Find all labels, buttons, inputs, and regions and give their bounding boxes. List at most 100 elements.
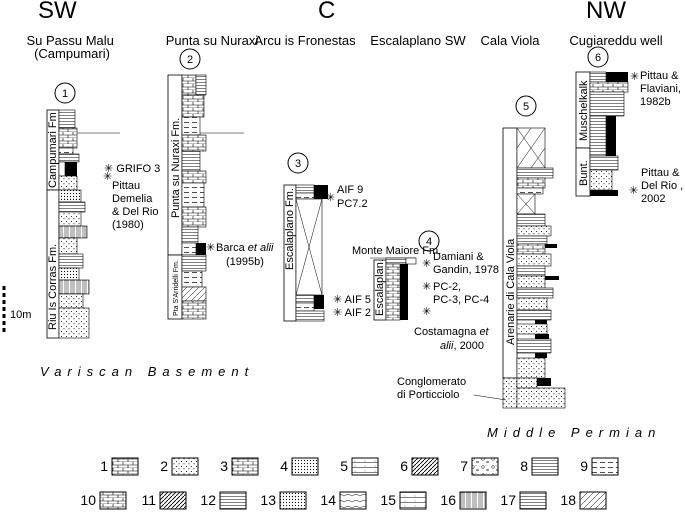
legend-swatch bbox=[339, 491, 367, 510]
annotation-pc-2-3-4: ✳PC-2, PC-3, PC-4 bbox=[422, 281, 489, 306]
legend-number: 9 bbox=[580, 458, 588, 474]
legend-number: 18 bbox=[560, 492, 576, 508]
annotation-pittau-2002: Pittau & Del Rio , ✳2002 bbox=[629, 167, 685, 205]
legend-number: 14 bbox=[320, 492, 336, 508]
legend-number: 6 bbox=[400, 458, 408, 474]
annotation-grifo-3: ✳ GRIFO 3 bbox=[104, 163, 160, 175]
legend-item-13: 13 bbox=[260, 491, 307, 510]
legend-swatch bbox=[579, 491, 607, 510]
scale-label: 10m bbox=[10, 309, 31, 321]
annotation-pittau-1980: ✳ Pittau Demelia & Del Rio (1980) bbox=[103, 171, 162, 231]
legend-number: 17 bbox=[500, 492, 516, 508]
legend-item-9: 9 bbox=[580, 457, 619, 476]
section-1-number: 1 bbox=[54, 82, 76, 104]
legend-swatch bbox=[459, 491, 487, 510]
legend-number: 12 bbox=[200, 492, 216, 508]
section-5-number: 5 bbox=[515, 95, 537, 117]
annotation-aif2: ✳ AIF 2 bbox=[333, 307, 371, 319]
legend-number: 8 bbox=[520, 458, 528, 474]
section-4-number: 4 bbox=[418, 230, 440, 252]
legend-item-8: 8 bbox=[520, 457, 559, 476]
legend-swatch bbox=[231, 457, 259, 476]
legend-swatch bbox=[279, 491, 307, 510]
legend-item-18: 18 bbox=[560, 491, 607, 510]
svg-text:6: 6 bbox=[595, 52, 601, 64]
legend-swatch bbox=[591, 457, 619, 476]
column-6: Muschelkalk Bunt. bbox=[575, 71, 629, 197]
annotation-costamagna-2000: ✳ Costamagna et alii, 2000 bbox=[414, 306, 492, 352]
legend-item-16: 16 bbox=[440, 491, 487, 510]
unit-muschelkalk: Muschelkalk bbox=[578, 80, 590, 141]
svg-text:1: 1 bbox=[62, 88, 68, 100]
legend-number: 1 bbox=[100, 458, 108, 474]
svg-text:2: 2 bbox=[187, 54, 193, 66]
legend-number: 2 bbox=[160, 458, 168, 474]
section-6-number: 6 bbox=[587, 46, 609, 68]
legend-swatch bbox=[99, 491, 127, 510]
legend-number: 16 bbox=[440, 492, 456, 508]
legend-swatch bbox=[471, 457, 499, 476]
section-3-title: Arcu is Fronestas bbox=[254, 33, 356, 48]
leader-conglomerato bbox=[473, 394, 507, 401]
section-2-number: 2 bbox=[179, 48, 201, 70]
column-4: Escalaplan. bbox=[370, 257, 417, 321]
annotation-aif9-pc72: ✳AIF 9 PC7.2 bbox=[326, 184, 368, 210]
legend-swatch bbox=[411, 457, 439, 476]
legend-item-3: 3 bbox=[220, 457, 259, 476]
legend-item-11: 11 bbox=[141, 491, 187, 510]
region-label-c: C bbox=[318, 0, 335, 24]
unit-punta-su-nuraxi-fm: Punta su Nuraxi Fm. bbox=[170, 118, 182, 218]
legend-number: 15 bbox=[380, 492, 396, 508]
legend-swatch bbox=[219, 491, 247, 510]
unit-riu-is-corras-fm: Riu Is Corras Fm. bbox=[47, 244, 59, 330]
unit-escalaplan: Escalaplan. bbox=[374, 259, 386, 316]
legend-swatch bbox=[159, 491, 187, 510]
legend-swatch bbox=[399, 491, 427, 510]
legend-number: 4 bbox=[280, 458, 288, 474]
annotation-conglomerato: Conglomerato di Porticciolo bbox=[397, 376, 469, 401]
legend-item-2: 2 bbox=[160, 457, 199, 476]
annotation-damiani-1978: ✳Damiani & Gandin, 1978 bbox=[422, 251, 499, 276]
section-6-title: Cugiareddu well bbox=[569, 33, 662, 48]
annotation-monte-maiore: Monte Maiore Fm. bbox=[352, 245, 441, 257]
unit-bunt: Bunt. bbox=[578, 160, 590, 186]
legend-item-5: 5 bbox=[340, 457, 379, 476]
legend-item-7: 7 bbox=[460, 457, 499, 476]
legend-swatch bbox=[111, 457, 139, 476]
legend-item-4: 4 bbox=[280, 457, 319, 476]
svg-text:5: 5 bbox=[523, 101, 529, 113]
annotation-barca-1995: ✳Barca et alii (1995b) bbox=[206, 242, 277, 268]
legend-swatch bbox=[291, 457, 319, 476]
section-4-title: Escalaplano SW bbox=[370, 33, 466, 48]
variscan-basement-label: Variscan Basement bbox=[40, 364, 254, 379]
legend-swatch bbox=[171, 457, 199, 476]
section-3-number: 3 bbox=[287, 152, 309, 174]
legend-item-14: 14 bbox=[320, 491, 367, 510]
region-label-sw: SW bbox=[38, 0, 77, 24]
legend-swatch bbox=[519, 491, 547, 510]
column-2: Punta su Nuraxi Fm. Pta S'Arridelli Fm. bbox=[167, 74, 244, 320]
section-5-title: Cala Viola bbox=[480, 33, 540, 48]
legend-swatch bbox=[531, 457, 559, 476]
legend-item-10: 10 bbox=[80, 491, 127, 510]
region-label-nw: NW bbox=[586, 0, 626, 24]
unit-arenarie-di-cala-viola: Arenarie di Cala Viola bbox=[505, 238, 517, 345]
legend-swatch bbox=[351, 457, 379, 476]
unit-pta-sarridelli-fm: Pta S'Arridelli Fm. bbox=[173, 260, 180, 316]
legend-item-1: 1 bbox=[100, 457, 139, 476]
legend-number: 11 bbox=[141, 492, 156, 508]
svg-text:4: 4 bbox=[426, 236, 432, 248]
legend-number: 5 bbox=[340, 458, 348, 474]
legend-number: 13 bbox=[260, 492, 276, 508]
column-1: Campumari Fm Riu Is Corras Fm. bbox=[46, 109, 120, 339]
legend-number: 3 bbox=[220, 458, 228, 474]
legend-item-17: 17 bbox=[500, 491, 547, 510]
unit-escalaplano-fm: Escalaplano Fm. bbox=[284, 188, 296, 270]
legend-item-15: 15 bbox=[380, 491, 427, 510]
legend-number: 10 bbox=[80, 492, 96, 508]
section-1-title: Su Passu Malu (Campumari) bbox=[26, 33, 117, 61]
annotation-aif5: ✳ AIF 5 bbox=[333, 294, 371, 306]
column-3: Escalaplano Fm. bbox=[283, 184, 328, 322]
